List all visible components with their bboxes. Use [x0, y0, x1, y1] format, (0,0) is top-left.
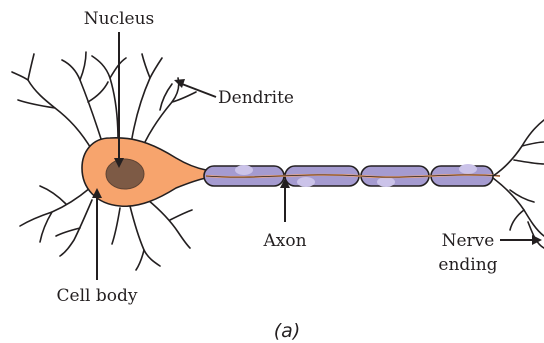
nerve-endings: [492, 119, 544, 249]
dendrites: [11, 51, 197, 271]
dendrite-label: Dendrite: [218, 88, 294, 108]
figure-caption: (a): [274, 320, 300, 342]
nerve-ending-label-line1: Nerve: [442, 231, 495, 251]
pointers: [92, 32, 542, 280]
nucleus-shape: [105, 158, 145, 190]
cell-body-label: Cell body: [57, 286, 138, 306]
axon-label: Axon: [262, 231, 306, 251]
nerve-ending-label-line2: ending: [438, 255, 497, 275]
nucleus-label: Nucleus: [84, 9, 155, 29]
axon-myelin: [203, 164, 501, 187]
